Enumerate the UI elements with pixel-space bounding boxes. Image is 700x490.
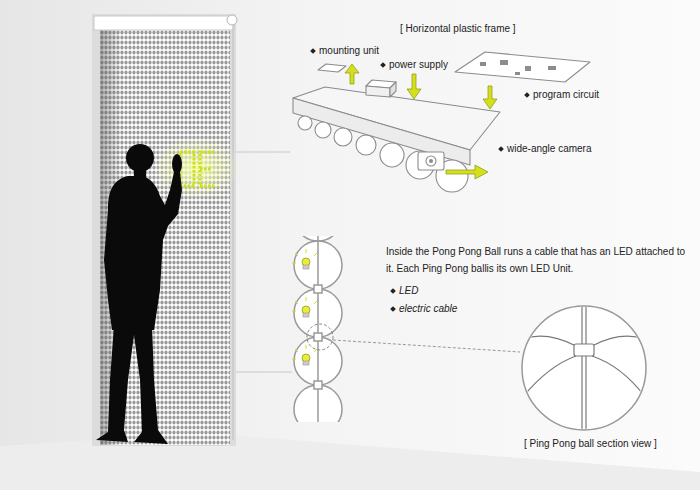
mounting-plate: [318, 64, 346, 72]
part-label: wide-angle camera: [507, 143, 592, 154]
ball-stack: [292, 193, 520, 433]
part-label-group: mounting unit: [310, 44, 379, 57]
part-label-group: power supply: [380, 58, 448, 71]
section-view: [520, 300, 648, 436]
bullet-diamond: [310, 48, 316, 54]
bullet-diamond: [524, 92, 530, 98]
description-note-group: Inside the Pong Pong Ball runs a cable t…: [386, 243, 694, 277]
part-label: program circuit: [533, 89, 599, 100]
part-label: mounting unit: [319, 45, 379, 56]
part-label: LED: [399, 285, 418, 296]
light-pattern: [152, 136, 240, 200]
part-label: electric cable: [399, 303, 457, 314]
part-label-group: program circuit: [524, 88, 599, 101]
view-caption-group: [ Ping Pong ball section view ]: [524, 437, 657, 450]
circuit-board: [455, 52, 590, 82]
doorway: [92, 14, 237, 446]
person-silhouette: [96, 144, 182, 444]
frame-illustration: [293, 52, 590, 192]
frame-heading-group: [ Horizontal plastic frame ]: [400, 22, 516, 35]
part-label-group: wide-angle camera: [498, 142, 592, 155]
bullet-diamond: [390, 288, 396, 294]
bullet-diamond: [380, 62, 386, 68]
part-label-group: LED: [390, 284, 418, 297]
leader-lines: [236, 152, 292, 372]
part-label-group: electric cable: [390, 302, 457, 315]
yellow-arrows: [345, 64, 497, 179]
bullet-diamond: [390, 306, 396, 312]
power-box: [366, 86, 390, 97]
view-caption: [ Ping Pong ball section view ]: [524, 438, 657, 449]
frame-heading: [ Horizontal plastic frame ]: [400, 23, 516, 34]
part-label: power supply: [389, 59, 448, 70]
description-note: Inside the Pong Pong Ball runs a cable t…: [386, 246, 685, 274]
bullet-diamond: [498, 146, 504, 152]
camera-body: [418, 152, 444, 170]
